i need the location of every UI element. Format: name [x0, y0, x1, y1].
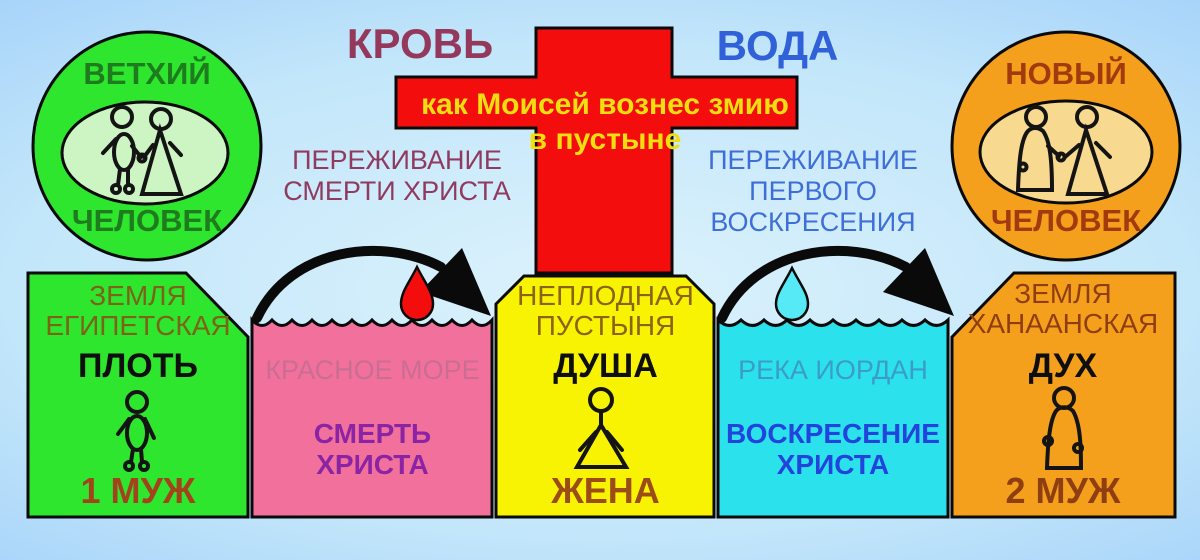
experience-right-line1: ПЕРЕЖИВАНИЕ	[708, 145, 918, 175]
water-label: ВОДА	[716, 22, 839, 69]
red-sea-event-line1: СМЕРТЬ	[313, 418, 432, 449]
water-drop-icon	[774, 265, 810, 322]
jordan-event-line1: ВОСКРЕСЕНИЕ	[726, 418, 940, 449]
blood-label: КРОВЬ	[346, 20, 494, 67]
new-man-circle	[950, 30, 1182, 262]
canaan-region-line2: ХАНААНСКАЯ	[967, 308, 1159, 339]
canaan-block	[950, 271, 1177, 519]
experience-left-line1: ПЕРЕЖИВАНИЕ	[292, 145, 502, 175]
jordan-name: РЕКА ИОРДАН	[738, 355, 928, 385]
experience-right-line2: ПЕРВОГО	[749, 176, 877, 206]
cross-caption-line2: в пустыне	[528, 123, 682, 156]
experience-right-line3: ВОСКРЕСЕНИЯ	[710, 207, 916, 237]
new-couple-icon	[1015, 105, 1112, 196]
new-man-title: НОВЫЙ	[1005, 56, 1127, 91]
old-man-circle	[31, 30, 263, 262]
desert-region-line1: НЕПЛОДНАЯ	[517, 280, 694, 311]
old-man-subtitle: ЧЕЛОВЕК	[71, 203, 223, 238]
red-sea-block	[250, 316, 494, 519]
jordan-event-line2: ХРИСТА	[776, 449, 890, 480]
red-sea-name: КРАСНОЕ МОРЕ	[265, 355, 480, 385]
desert-essence-label: ДУША	[553, 347, 658, 385]
egypt-block	[26, 271, 250, 519]
robed-man-icon	[1042, 386, 1084, 470]
jordan-block	[716, 316, 950, 519]
egypt-region-line2: ЕГИПЕТСКАЯ	[45, 310, 231, 341]
old-man-title: ВЕТХИЙ	[83, 56, 211, 91]
cross-shape	[394, 26, 799, 275]
canaan-region-line1: ЗЕМЛЯ	[1014, 278, 1112, 309]
egypt-marriage-label: 1 МУЖ	[80, 470, 196, 511]
egypt-essence-label: ПЛОТЬ	[78, 347, 198, 385]
blood-drop-icon	[399, 264, 435, 322]
old-couple-icon	[101, 105, 184, 196]
desert-marriage-label: ЖЕНА	[551, 470, 660, 511]
desert-block	[494, 274, 716, 519]
stick-woman-icon	[573, 387, 630, 469]
cross-caption-line1: как Моисей вознес змию	[421, 88, 789, 121]
canaan-essence-label: ДУХ	[1028, 347, 1098, 385]
red-sea-event-line2: ХРИСТА	[316, 449, 429, 480]
new-man-subtitle: ЧЕЛОВЕК	[990, 203, 1142, 238]
experience-left-line2: СМЕРТИ ХРИСТА	[283, 176, 511, 206]
right-arrow-arc-icon	[717, 245, 954, 323]
stick-man-icon	[116, 390, 156, 472]
left-arrow-arc-icon	[252, 245, 491, 323]
desert-region-line2: ПУСТЫНЯ	[535, 310, 676, 341]
egypt-region-line1: ЗЕМЛЯ	[89, 280, 187, 311]
canaan-marriage-label: 2 МУЖ	[1005, 470, 1121, 511]
